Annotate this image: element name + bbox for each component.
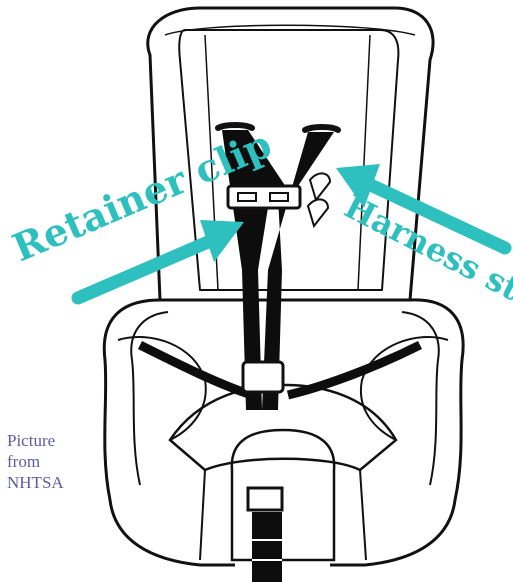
lower-buckle-plate — [243, 362, 283, 392]
image-credit: Picture from NHTSA — [7, 430, 97, 493]
crotch-strap — [252, 512, 282, 582]
credit-line-1: Picture — [7, 430, 97, 451]
cushion-front — [200, 470, 366, 560]
left-wing — [104, 300, 235, 565]
credit-line-3: NHTSA — [7, 472, 97, 493]
lap-belt-right — [288, 345, 420, 395]
crotch-buckle — [248, 488, 282, 510]
credit-line-2: from — [7, 451, 97, 472]
seat-back-seam-right — [358, 35, 370, 290]
harness-adjuster-tab-2 — [308, 199, 328, 226]
seat-cushion — [170, 385, 396, 560]
shoulder-slot-right — [305, 127, 338, 130]
lap-belt-left — [140, 345, 252, 395]
harness-adjuster-tab-1 — [310, 173, 330, 200]
seat-wings — [104, 300, 463, 565]
